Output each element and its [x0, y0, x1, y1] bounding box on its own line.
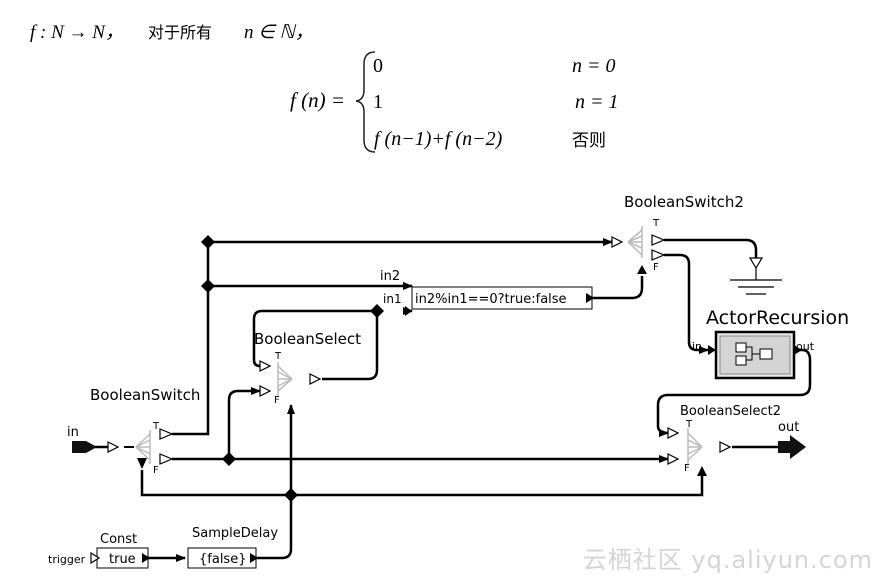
actor-recursion[interactable]: ActorRecursion in out	[692, 307, 849, 380]
select-false-label: F	[274, 395, 280, 406]
boolean-select-label: BooleanSelect	[254, 330, 361, 348]
formula-case-condition: n = 0	[572, 55, 616, 77]
boolean-switch2-label: BooleanSwitch2	[624, 193, 744, 211]
formula-func: f (n) =	[290, 88, 345, 112]
const-value: true	[109, 552, 136, 567]
wire-junctions	[201, 235, 412, 502]
formula-case-value: f (n−1)+f (n−2)	[374, 128, 503, 150]
expression-actor[interactable]: in2%in1==0?true:false in2 in1	[380, 269, 594, 310]
actor-recursion-out-label: out	[796, 340, 815, 353]
switch2-true-label: T	[652, 218, 660, 229]
boolean-select2-actor[interactable]: BooleanSelect2 T F	[667, 404, 781, 476]
switch-true-label: T	[152, 421, 160, 432]
in-port-label: in	[67, 425, 79, 440]
formula-intro-var: n ∈ ℕ，	[244, 22, 314, 43]
switch-false-label: F	[153, 465, 159, 476]
formula-case-condition: n = 1	[575, 91, 619, 113]
select-true-label: T	[274, 351, 282, 362]
boolean-select2-label: BooleanSelect2	[680, 404, 781, 419]
expression-in2-label: in2	[380, 269, 400, 284]
const-trigger-label: trigger	[48, 553, 86, 566]
actor-recursion-in-label: in	[692, 340, 702, 353]
expression-in1-label: in1	[383, 292, 402, 306]
select2-true-label: T	[685, 419, 693, 430]
formula-intro-lhs: f : N → N，	[30, 22, 124, 43]
connection-wires	[95, 238, 812, 562]
formula-intro-text: 对于所有	[148, 23, 212, 42]
recursion-formula: f : N → N， 对于所有 n ∈ ℕ， f (n) = 0 n = 0 1…	[30, 22, 619, 153]
formula-case-condition: 否则	[572, 131, 606, 151]
boolean-select-actor[interactable]: BooleanSelect T F	[254, 330, 361, 406]
expression-text: in2%in1==0?true:false	[415, 292, 567, 307]
sample-delay-value: {false}	[199, 552, 246, 567]
ground-sink-icon	[730, 257, 782, 295]
switch2-false-label: F	[653, 262, 659, 273]
in-port[interactable]: in	[67, 425, 97, 453]
boolean-switch-actor[interactable]: BooleanSwitch T F	[90, 386, 200, 476]
actor-recursion-label: ActorRecursion	[706, 307, 849, 329]
watermark: 云栖社区 yq.aliyun.com	[582, 546, 873, 574]
sample-delay-actor[interactable]: SampleDelay {false}	[187, 526, 278, 569]
formula-case-value: 1	[373, 91, 383, 113]
sample-delay-label: SampleDelay	[192, 526, 278, 541]
const-actor[interactable]: Const true trigger	[48, 532, 150, 569]
formula-brace	[355, 51, 376, 153]
boolean-switch-label: BooleanSwitch	[90, 386, 200, 404]
out-port[interactable]: out	[778, 420, 806, 459]
composite-actor-icon	[735, 342, 773, 366]
out-port-label: out	[778, 420, 799, 435]
const-label: Const	[100, 532, 137, 547]
formula-case-value: 0	[373, 55, 383, 77]
boolean-switch2-actor[interactable]: BooleanSwitch2 T F	[611, 193, 744, 274]
select2-false-label: F	[684, 463, 690, 474]
